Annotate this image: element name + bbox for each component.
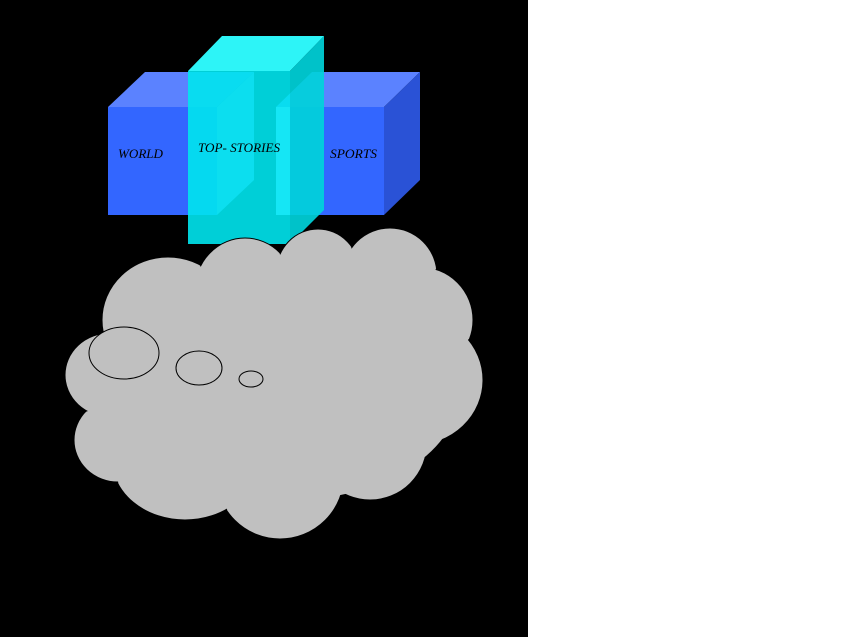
sports-label: SPORTS <box>330 146 378 161</box>
top-stories-label: TOP- STORIES <box>198 140 281 155</box>
thought-bubble-large <box>88 326 160 380</box>
blank-area <box>528 0 855 637</box>
world-label: WORLD <box>118 146 164 161</box>
top-stories-cube-side <box>290 36 324 244</box>
top-stories-inner-edge <box>217 72 254 215</box>
thought-cloud-icon <box>64 227 484 540</box>
sports-cube-side <box>384 72 420 215</box>
thought-bubble-small <box>238 370 264 388</box>
top-stories-cube-front <box>188 71 290 244</box>
top-stories-cube-top <box>188 36 324 71</box>
top-stories-cube <box>188 36 324 244</box>
top-stories-inner-edge-right <box>276 107 290 215</box>
thought-bubble-medium <box>175 350 223 386</box>
